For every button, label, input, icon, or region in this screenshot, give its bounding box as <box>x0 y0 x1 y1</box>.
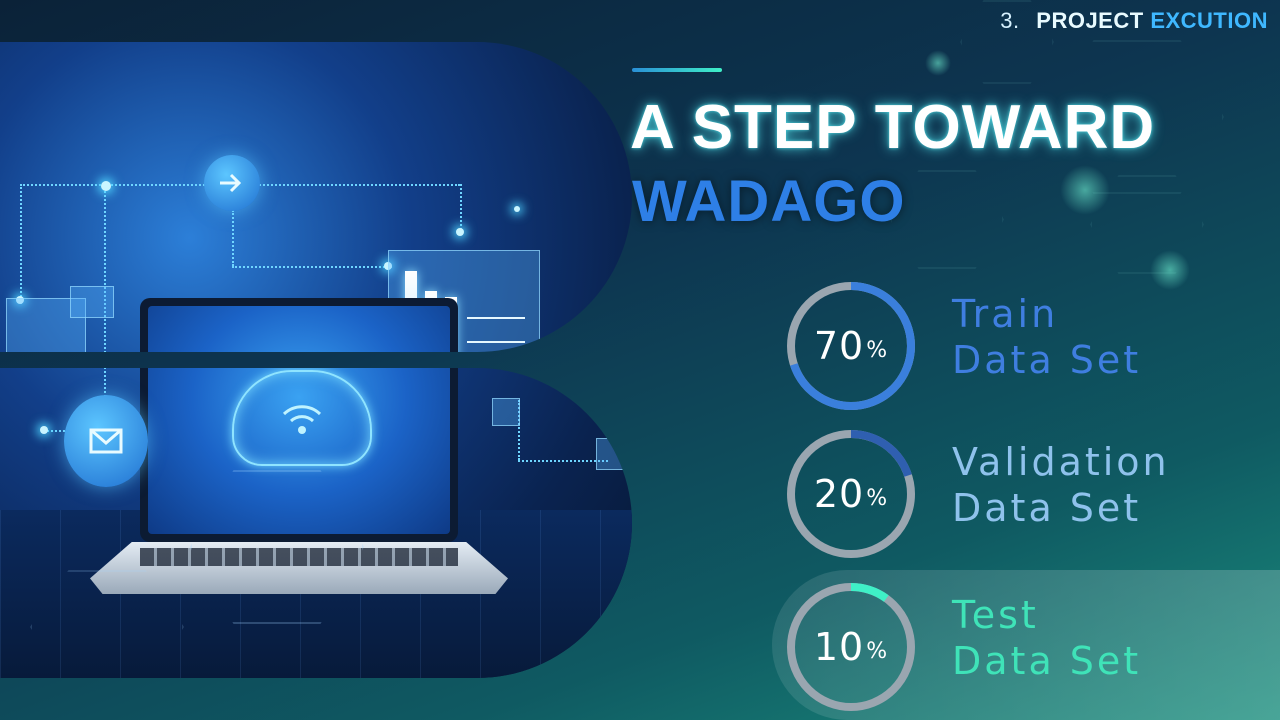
title-accent-bar <box>632 68 722 72</box>
arrow-right-icon <box>220 173 242 193</box>
side-panel-small <box>70 286 114 318</box>
circuit-line <box>460 184 462 234</box>
train-ring <box>787 282 915 410</box>
side-panel <box>6 298 86 352</box>
circuit-line <box>20 184 22 304</box>
circuit-node <box>101 181 111 191</box>
bg-glow <box>925 50 951 76</box>
page-title: A STEP TOWARD <box>630 93 1156 162</box>
circuit-node <box>456 228 464 236</box>
mail-bubble <box>64 395 148 487</box>
page-subtitle: WADAGO <box>632 169 906 234</box>
tech-scene <box>0 42 632 352</box>
circuit-line <box>104 184 106 352</box>
bg-hexagon <box>960 0 1054 84</box>
laptop-screen <box>140 298 458 352</box>
laptop-screen <box>140 368 458 542</box>
circuit-line <box>518 460 608 462</box>
tech-scene <box>0 368 632 678</box>
test-highlight <box>772 570 1280 720</box>
bg-hexagon <box>890 170 1004 269</box>
test-ring <box>787 583 915 711</box>
laptop-keyboard <box>140 548 458 566</box>
panel-lines <box>467 317 525 343</box>
hero-image-top <box>0 42 632 352</box>
section-word1: PROJECT <box>1036 8 1144 33</box>
side-panel <box>596 438 628 470</box>
arrow-bubble <box>204 155 260 211</box>
bg-hexagon <box>1050 40 1224 194</box>
circuit-node <box>40 426 48 434</box>
section-number: 3. <box>1000 8 1020 33</box>
circuit-line <box>518 400 520 460</box>
circuit-node <box>514 206 520 212</box>
bg-hexagon <box>1090 175 1204 274</box>
section-label: 3. PROJECT EXCUTION <box>1000 8 1268 34</box>
bg-glow <box>1060 165 1110 215</box>
mail-icon <box>89 428 123 454</box>
validation-percent: 20% <box>813 472 889 516</box>
overlay-hexagon <box>190 470 364 624</box>
cloud-wifi-icon <box>232 370 372 466</box>
train-percent: 70% <box>813 324 889 368</box>
section-word2: EXCUTION <box>1150 8 1268 33</box>
hero-image-bottom <box>0 368 632 678</box>
bg-glow <box>1150 250 1190 290</box>
circuit-line <box>232 210 234 266</box>
validation-ring <box>787 430 915 558</box>
test-percent: 10% <box>813 625 889 669</box>
circuit-line <box>232 266 392 268</box>
circuit-node <box>16 296 24 304</box>
side-panel <box>492 398 520 426</box>
